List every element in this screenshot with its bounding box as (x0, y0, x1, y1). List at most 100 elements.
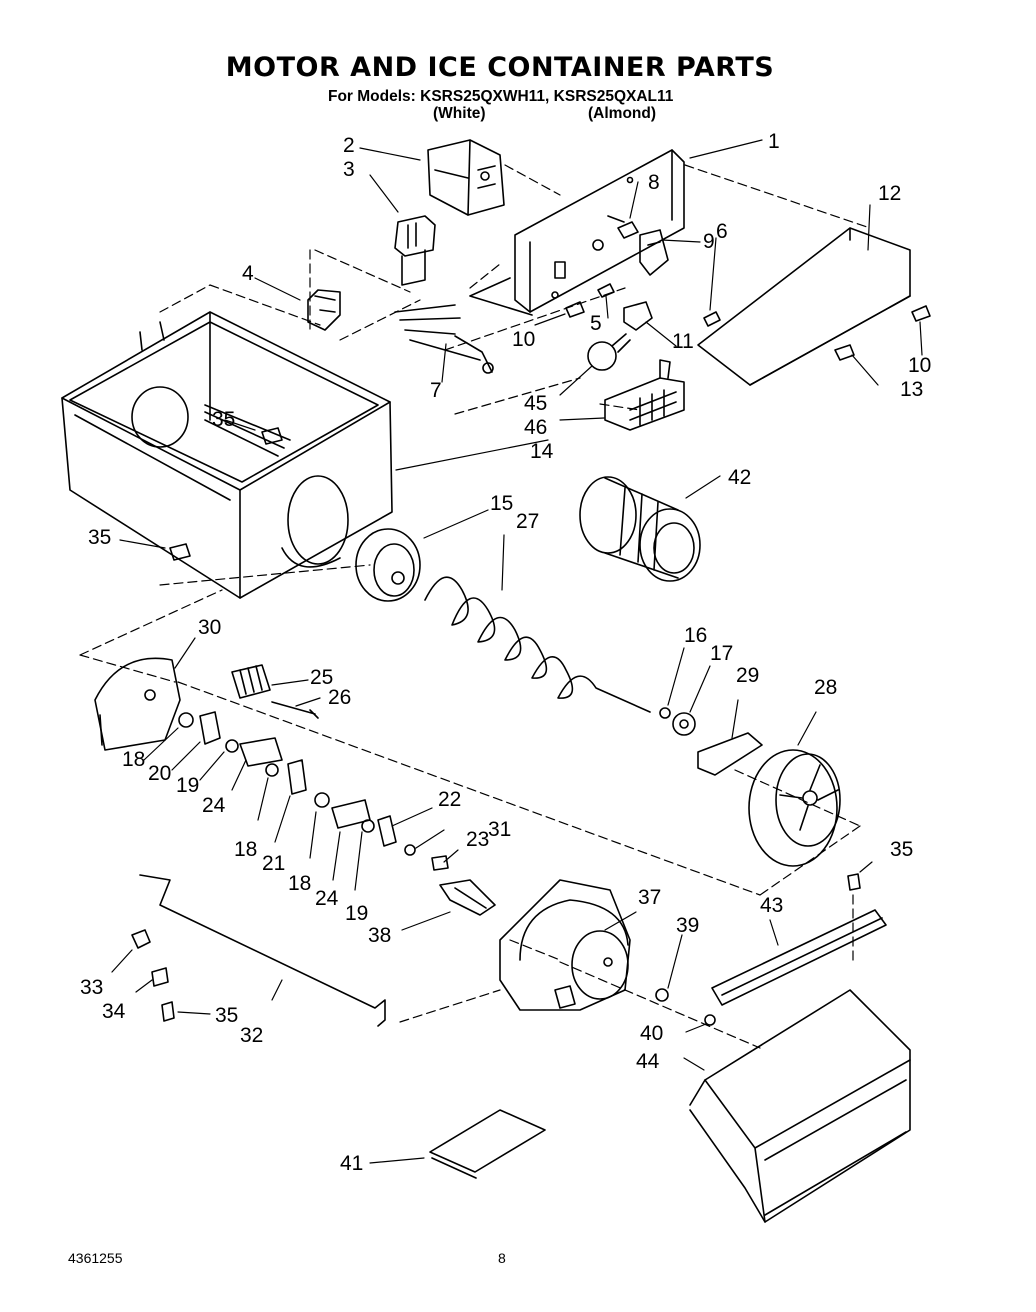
callout: 18 (288, 872, 311, 895)
screw-part-6 (703, 311, 721, 327)
callout: 21 (262, 852, 285, 875)
nut-part-31 (431, 855, 449, 871)
bushing-part-18c (314, 792, 330, 808)
bracket-part-38 (439, 879, 496, 916)
screw-part-35d (847, 873, 861, 891)
callout: 37 (638, 886, 661, 909)
auger-spring-part-27 (424, 576, 651, 713)
callout: 25 (310, 666, 333, 689)
callout: 19 (176, 774, 199, 797)
washer-part-19a (225, 739, 239, 753)
callout: 2 (343, 134, 355, 157)
bushing-part-18a (178, 712, 194, 728)
drum-part-42 (579, 476, 701, 582)
models-line: For Models: KSRS25QXWH11, KSRS25QXAL11 (328, 88, 674, 105)
spring-part-33 (131, 929, 151, 949)
callout: 17 (710, 642, 733, 665)
callout: 10 (512, 328, 535, 351)
clip-part-40 (704, 1014, 716, 1026)
wire-harness-part-7 (394, 304, 494, 374)
callout: 23 (466, 828, 489, 851)
link-part-24a (239, 737, 283, 767)
callout: 8 (648, 171, 660, 194)
callout: 4 (242, 262, 254, 285)
screw-part-8 (607, 215, 639, 239)
callout: 6 (716, 220, 728, 243)
callout: 24 (315, 887, 339, 910)
mounting-plate-part-1 (469, 149, 685, 316)
plate-part-30 (94, 657, 181, 751)
callout: 19 (345, 902, 368, 925)
callout: 39 (676, 914, 699, 937)
leader-lines (111, 139, 923, 1164)
lever-part-20 (199, 711, 221, 745)
screw-part-35a (261, 427, 283, 445)
callout: 5 (590, 312, 602, 335)
callout: 9 (703, 230, 715, 253)
callout: 14 (530, 440, 554, 463)
callout: 12 (878, 182, 901, 205)
callout: 3 (343, 158, 355, 181)
callout: 46 (524, 416, 547, 439)
drum-cap-part-15 (355, 528, 421, 602)
clip-part-9 (639, 229, 669, 276)
callout: 24 (202, 794, 226, 817)
light-shield-part-46 (604, 359, 685, 431)
callout: 7 (430, 379, 442, 402)
callout: 33 (80, 976, 103, 999)
callout: 18 (122, 748, 145, 771)
motor-part-2 (427, 139, 505, 216)
callout: 10 (908, 354, 931, 377)
page-number: 8 (498, 1250, 506, 1266)
callout: 45 (524, 392, 547, 415)
callout: 13 (900, 378, 923, 401)
callout: 40 (640, 1022, 663, 1045)
callout: 1 (768, 130, 780, 153)
document-number: 4361255 (68, 1250, 123, 1266)
callout: 11 (672, 330, 694, 353)
washer-part-39 (655, 988, 669, 1002)
callout: 22 (438, 788, 461, 811)
callout: 16 (684, 624, 707, 647)
lever-part-21 (287, 759, 307, 795)
callout: 20 (148, 762, 171, 785)
callout: 30 (198, 616, 221, 639)
callout: 41 (340, 1152, 363, 1175)
bracket-part-4 (307, 289, 341, 331)
screw-part-10a (565, 301, 585, 318)
washer-part-16 (659, 707, 671, 719)
callout: 15 (490, 492, 513, 515)
pin-part-26 (271, 701, 319, 719)
callout: 27 (516, 510, 539, 533)
hardware-parts (178, 711, 449, 871)
nut-part-17 (672, 712, 696, 736)
washer-part-23 (404, 844, 416, 856)
washer-part-19b (361, 819, 375, 833)
lever-part-22 (377, 815, 397, 847)
clip-part-34 (151, 967, 169, 987)
cover-plate-part-12 (697, 227, 911, 386)
connector-part-25 (231, 664, 271, 699)
variant-almond: (Almond) (588, 105, 657, 122)
screw-part-35c (161, 1001, 175, 1022)
impeller-part-28 (748, 749, 841, 867)
housing-part-44 (689, 989, 911, 1223)
assembly-lines (79, 164, 871, 1049)
screw-part-10b (911, 305, 931, 322)
callout: 26 (328, 686, 351, 709)
callout: 43 (760, 894, 783, 917)
callout: 29 (736, 664, 759, 687)
screw-part-5 (597, 283, 615, 298)
callout-labels: 1 2 3 4 5 6 7 8 9 10 10 11 12 13 14 15 1… (80, 130, 931, 1175)
socket-part-11 (623, 301, 653, 331)
callout: 18 (234, 838, 257, 861)
callout: 44 (636, 1050, 660, 1073)
callout: 32 (240, 1024, 263, 1047)
page-title: MOTOR AND ICE CONTAINER PARTS (225, 52, 775, 83)
link-part-24b (331, 799, 371, 829)
bracket-part-29 (697, 732, 763, 776)
screw-part-13 (834, 344, 855, 361)
bracket-part-43 (711, 909, 887, 1006)
callout: 35 (88, 526, 111, 549)
